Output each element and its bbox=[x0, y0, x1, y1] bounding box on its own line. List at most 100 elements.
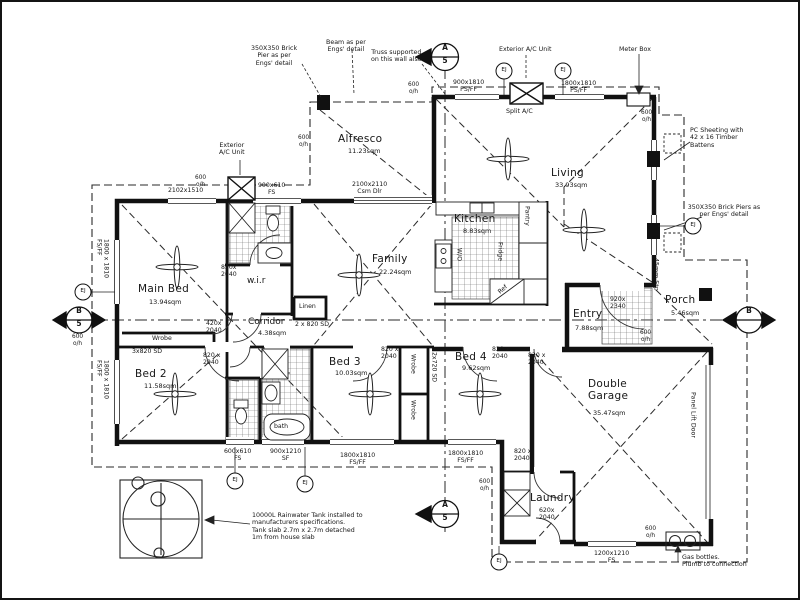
room-label-porch: Porch bbox=[665, 294, 696, 306]
room-label-family: Family bbox=[372, 253, 408, 265]
kitchen-benches bbox=[434, 201, 548, 305]
ej-marker: EJ bbox=[232, 477, 238, 483]
ac-units bbox=[227, 82, 651, 201]
note-truss: Truss supported on this wall also bbox=[371, 49, 422, 64]
eave-dim: 600 o/h bbox=[479, 479, 491, 492]
room-area-main-bed: 13.94sqm bbox=[149, 298, 182, 306]
note-pc-sheeting: PC Sheeting with 42 x 16 Timber Battens bbox=[690, 127, 744, 149]
window-label: 1800x1810 FS/FF bbox=[340, 452, 376, 467]
door-label: 420x 2040 bbox=[206, 320, 222, 335]
note-beam: Beam as per Engs' detail bbox=[326, 39, 366, 54]
ej-marker: EJ bbox=[690, 222, 696, 228]
note-brick-pier-tl: 350X350 Brick Pier as per Engs' detail bbox=[251, 45, 298, 67]
note-step: 45mm Stp bbox=[652, 258, 660, 291]
room-label-entry: Entry bbox=[573, 308, 603, 320]
section-markers bbox=[51, 42, 777, 529]
ej-marker: EJ bbox=[80, 288, 86, 294]
brick-piers bbox=[317, 95, 712, 301]
window-label: 900x1210 SF bbox=[270, 448, 302, 463]
room-area-bed-2: 11.58sqm bbox=[144, 382, 177, 390]
room-area-family: 22.24sqm bbox=[379, 268, 412, 276]
section-marker-b-right-letter: B bbox=[746, 306, 752, 315]
note-panel-lift-door: Panel Lift Door bbox=[689, 392, 697, 438]
ej-marker: EJ bbox=[496, 558, 502, 564]
door-label: 820 x 2040 bbox=[514, 448, 532, 463]
window-label: 1200x1210 FS bbox=[594, 550, 630, 565]
window-label: 1800 x 1810 FS/FF bbox=[95, 239, 110, 279]
room-area-kitchen: 8.83sqm bbox=[463, 227, 492, 235]
ej-marker: EJ bbox=[501, 67, 507, 73]
door-label: 3x820 SD bbox=[132, 348, 163, 355]
room-area-alfresco: 11.23sqm bbox=[348, 147, 381, 155]
pantry-label: Pantry bbox=[523, 206, 531, 226]
room-label-kitchen: Kitchen bbox=[454, 213, 496, 225]
door-label: 920x 2340 bbox=[610, 296, 626, 311]
ej-marker: EJ bbox=[302, 480, 308, 486]
leader-lines bbox=[91, 49, 703, 562]
room-label-wir: w.i.r bbox=[247, 276, 266, 286]
room-label-corridor: Corridor bbox=[248, 317, 285, 327]
room-label-laundry: Laundry bbox=[530, 492, 575, 504]
wrobe-label: Wrobe bbox=[152, 335, 172, 342]
door-label: 620x 2040 bbox=[539, 507, 555, 522]
note-brick-piers-right: 350X350 Brick Piers as per Engs' detail bbox=[687, 204, 761, 219]
note-exterior-ac-top: Exterior A/C Unit bbox=[499, 46, 552, 53]
door-label: 2100x2110 Csm Dlr bbox=[352, 181, 388, 196]
window-label: 1800 x 1810 FS/FF bbox=[95, 360, 110, 400]
note-gas-bottles: Gas bottles. Plumb to connection bbox=[682, 554, 747, 569]
section-marker-a-bottom-letter: A bbox=[442, 500, 448, 509]
room-label-bed-4: Bed 4 bbox=[455, 351, 487, 363]
ceiling-fan-symbols bbox=[153, 137, 606, 416]
gas-bottles-symbol bbox=[665, 531, 701, 551]
window-label: 2102x1510 bbox=[168, 187, 204, 194]
rainwater-tank-symbol bbox=[119, 476, 203, 559]
door-label: 820 x 2040 bbox=[492, 346, 510, 361]
room-label-living: Living bbox=[551, 167, 585, 179]
bath-label: bath bbox=[274, 423, 289, 430]
window-label: 900x610 FS bbox=[258, 182, 286, 197]
door-label: 2 x 820 SD bbox=[295, 321, 330, 328]
section-marker-a-top-letter: A bbox=[442, 43, 448, 52]
wrobe-label: Wrobe bbox=[409, 354, 417, 374]
room-area-entry: 7.88sqm bbox=[575, 324, 604, 332]
section-marker-b-left-letter: B bbox=[76, 306, 82, 315]
room-area-living: 33.93sqm bbox=[555, 181, 588, 189]
room-label-double-garage: Double Garage bbox=[588, 378, 629, 403]
note-split-ac: Split A/C bbox=[506, 108, 533, 115]
room-label-linen: Linen bbox=[299, 303, 316, 310]
eave-dim: 600 o/h bbox=[72, 334, 84, 347]
fridge-label: Fridge bbox=[496, 242, 504, 262]
ej-marker: EJ bbox=[560, 67, 566, 73]
note-rainwater-tank: 10000L Rainwater Tank installed to manuf… bbox=[252, 512, 363, 542]
wrobe-label: Wrobe bbox=[409, 400, 417, 420]
note-meter-box: Meter Box bbox=[619, 46, 651, 53]
eave-outline bbox=[91, 86, 748, 563]
door-gaps bbox=[205, 260, 644, 547]
fixture-symbols bbox=[228, 202, 531, 517]
eave-dim: 600 o/h bbox=[195, 175, 207, 188]
window-label: 1800x1810 FS/FF bbox=[448, 450, 484, 465]
door-label: 820 x 2040 bbox=[528, 352, 546, 367]
section-marker-a-top-number: 5 bbox=[442, 56, 448, 65]
door-label: 2x720 SD bbox=[430, 352, 438, 383]
eave-dim: 600 o/h bbox=[640, 330, 652, 343]
ej-markers bbox=[74, 62, 702, 571]
room-area-corridor: 4.38sqm bbox=[258, 329, 287, 337]
eave-dim: 600 o/h bbox=[298, 135, 310, 148]
window-label: 900x1810 PS/FF bbox=[453, 79, 485, 94]
room-area-bed-3: 10.03sqm bbox=[335, 369, 368, 377]
window-label: 600x610 FS bbox=[224, 448, 252, 463]
eave-dim: 600 o/h bbox=[408, 82, 420, 95]
door-label: 820 x 2040 bbox=[381, 346, 399, 361]
wall-oven-label: W/O bbox=[455, 248, 463, 262]
room-area-double-garage: 35.47sqm bbox=[593, 409, 626, 417]
section-marker-b-left-number: 5 bbox=[76, 319, 82, 328]
room-label-bed-2: Bed 2 bbox=[135, 368, 167, 380]
room-label-alfresco: Alfresco bbox=[338, 133, 383, 145]
door-label: 820 x 2040 bbox=[203, 352, 221, 367]
room-label-bed-3: Bed 3 bbox=[329, 356, 361, 368]
eave-dim: 600 o/h bbox=[641, 110, 653, 123]
eave-dim: 600 o/h bbox=[645, 526, 657, 539]
room-area-bed-4: 9.62sqm bbox=[462, 364, 491, 372]
